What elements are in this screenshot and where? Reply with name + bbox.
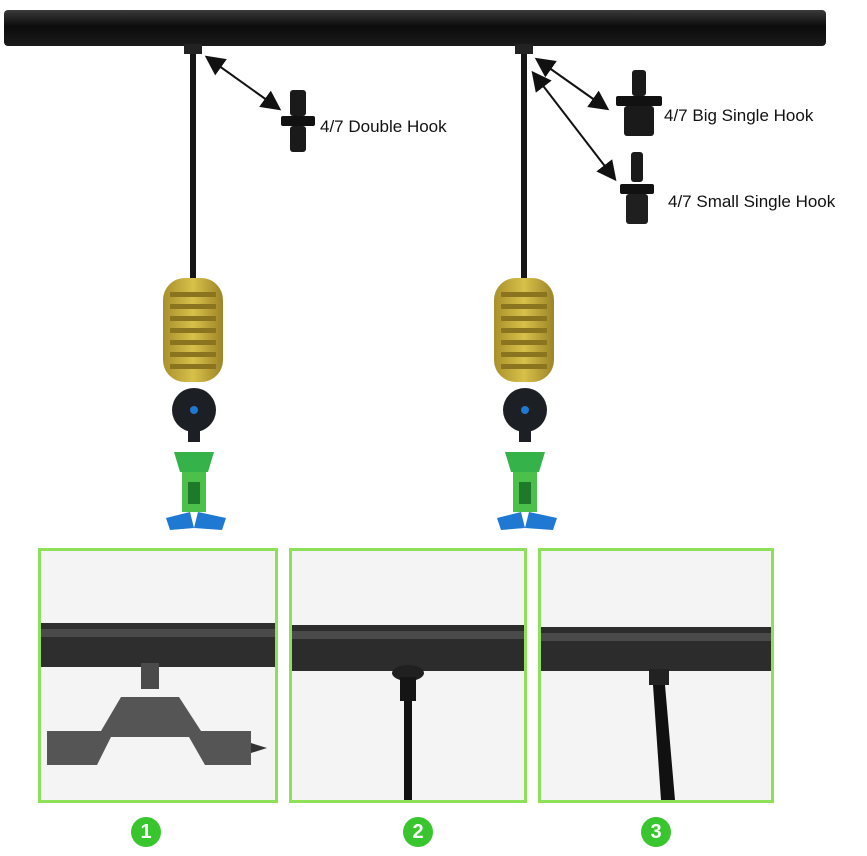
step-panel-1: [38, 548, 278, 803]
label-big-single-hook: 4/7 Big Single Hook: [664, 106, 814, 125]
step-panel-2: [289, 548, 527, 803]
label-small-single-hook: 4/7 Small Single Hook: [668, 192, 836, 211]
big-single-hook-part: [616, 70, 662, 136]
step-2-photo: [292, 625, 524, 800]
step-badge-1: 1: [131, 817, 161, 847]
main-pipe: [4, 10, 826, 46]
arrow-big-single-hook: [534, 57, 610, 111]
step-1-photo: [41, 623, 275, 765]
step-3-photo: [541, 627, 771, 800]
hanging-sprinkler-left: [163, 44, 226, 530]
overhead-assembly-illustration: [4, 10, 826, 530]
hanging-sprinkler-right: [494, 44, 557, 530]
label-double-hook: 4/7 Double Hook: [320, 117, 447, 136]
double-hook-part: [281, 90, 315, 152]
arrow-double-hook: [204, 55, 282, 111]
step-panel-3: [538, 548, 774, 803]
step-badge-3: 3: [641, 817, 671, 847]
step-badge-2: 2: [403, 817, 433, 847]
arrow-small-single-hook: [531, 70, 617, 182]
small-single-hook-part: [620, 152, 654, 224]
